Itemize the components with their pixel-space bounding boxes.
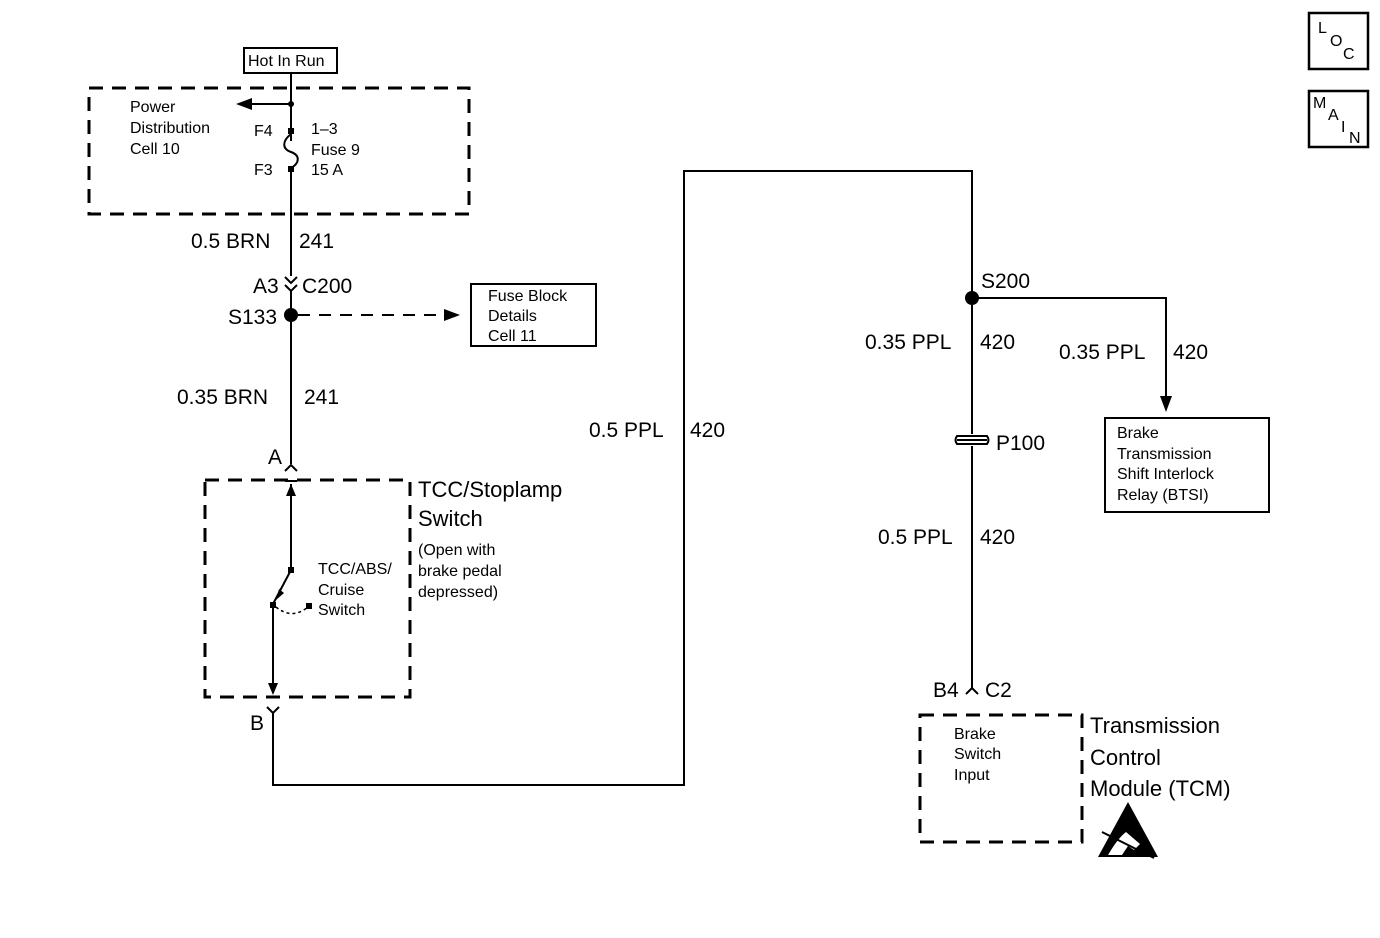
btsi-line3: Shift Interlock (1117, 466, 1215, 483)
fuse-symbol (283, 133, 299, 169)
wire-brn-upper-gauge: 0.5 BRN (191, 230, 270, 253)
switch-open-arc (275, 606, 309, 615)
wire-btsi-gauge: 0.35 PPL (1059, 341, 1145, 364)
btsi-line1: Brake (1117, 425, 1159, 442)
tcm-title-line2: Control (1090, 745, 1161, 770)
s200-label: S200 (981, 270, 1030, 293)
tcm-input-line2: Switch (954, 746, 1001, 763)
pin-a-connector-symbol (284, 463, 298, 472)
fuse-bottom-terminal (288, 166, 294, 172)
tcm-input-line3: Input (954, 767, 990, 784)
s133-splice-dot (284, 308, 298, 322)
switch-title-line1: TCC/Stoplamp (418, 477, 562, 502)
switch-blade-arrowhead (276, 589, 284, 600)
tcc-stoplamp-switch-box (203, 478, 412, 699)
wire-brn-lower-gauge: 0.35 BRN (177, 386, 268, 409)
loc-button-frame[interactable] (1307, 11, 1370, 71)
main-letter-n: N (1349, 130, 1361, 147)
pin-b-connector-symbol (266, 706, 280, 715)
tcm-box (918, 713, 1084, 844)
fuse-block-details-line1: Fuse Block (488, 288, 568, 305)
fuse-range: 1–3 (311, 121, 338, 138)
fuse-name: Fuse 9 (311, 142, 360, 159)
fuse-block-details-link[interactable]: Fuse Block Details Cell 11 (470, 283, 597, 347)
switch-inner-line1: TCC/ABS/ (318, 561, 392, 578)
c200-name: C200 (302, 275, 352, 298)
switch-blade (272, 569, 292, 605)
loc-letter-l: L (1318, 20, 1327, 37)
loc-button[interactable]: L O C (1307, 11, 1370, 71)
btsi-arrowhead (1160, 396, 1172, 412)
power-distribution-box (87, 86, 471, 216)
hot-in-run-label: Hot In Run (248, 53, 324, 70)
fuse-bottom-pin: F3 (254, 162, 273, 179)
switch-inner-line2: Cruise (318, 582, 364, 599)
s133-label: S133 (228, 306, 277, 329)
switch-note-line2: brake pedal (418, 563, 502, 580)
wire-s200-to-btsi (972, 297, 1167, 398)
wire-p100-gauge: 0.5 PPL (878, 526, 953, 549)
tcm-pin: B4 (933, 679, 959, 702)
switch-pivot-contact (270, 602, 276, 608)
wire-btsi-circuit: 420 (1173, 341, 1208, 364)
power-distribution-line2: Distribution (130, 120, 210, 137)
main-letter-i: I (1341, 119, 1345, 136)
fuse-block-details-line3: Cell 11 (488, 328, 537, 345)
btsi-line2: Transmission (1117, 446, 1212, 463)
wire-brn-upper-circuit: 241 (299, 230, 334, 253)
fuse-top-terminal (288, 128, 294, 134)
s133-reference-arrowhead (444, 309, 460, 321)
fuse-top-pin: F4 (254, 123, 273, 140)
switch-inner-line3: Switch (318, 602, 365, 619)
switch-note-line1: (Open with (418, 542, 495, 559)
wire-ppl-main-circuit: 420 (690, 419, 725, 442)
wire-brn-lower-circuit: 241 (304, 386, 339, 409)
loc-letter-c: C (1343, 46, 1355, 63)
wire-p100-circuit: 420 (980, 526, 1015, 549)
tcm-input-line1: Brake (954, 726, 996, 743)
wire-s200-gauge: 0.35 PPL (865, 331, 951, 354)
main-letter-m: M (1313, 95, 1326, 112)
switch-note-line3: depressed) (418, 584, 498, 601)
switch-upper-arrowhead (286, 484, 296, 496)
switch-open-contact (306, 603, 312, 609)
fuse-rating: 15 A (311, 162, 343, 179)
switch-lower-arrowhead (268, 683, 278, 695)
power-distribution-arrowhead (236, 98, 252, 110)
pin-a-label: A (268, 446, 282, 469)
loc-letter-o: O (1330, 33, 1342, 50)
power-distribution-line3: Cell 10 (130, 141, 180, 158)
btsi-relay-box (1104, 417, 1270, 513)
wire-ppl-main-gauge: 0.5 PPL (589, 419, 664, 442)
main-button-frame[interactable] (1307, 89, 1370, 149)
p100-label: P100 (996, 432, 1045, 455)
btsi-line4: Relay (BTSI) (1117, 487, 1209, 504)
tcm-connector-symbol (965, 686, 979, 695)
c200-connector-symbol (284, 276, 298, 293)
wire-ppl-main (272, 170, 973, 786)
tcm-connector: C2 (985, 679, 1012, 702)
wire-s200-circuit: 420 (980, 331, 1015, 354)
tcm-title-line3: Module (TCM) (1090, 776, 1231, 801)
c200-pin: A3 (253, 275, 279, 298)
power-distribution-line1: Power (130, 99, 176, 116)
fuse-block-details-line2: Details (488, 308, 537, 325)
main-button[interactable]: M A I N (1307, 89, 1370, 149)
switch-title-line2: Switch (418, 506, 483, 531)
esd-warning-icon (1098, 802, 1158, 859)
main-letter-a: A (1328, 107, 1339, 124)
tcm-title-line1: Transmission (1090, 713, 1220, 738)
fuse-block-details-box[interactable] (470, 283, 597, 347)
pin-b-label: B (250, 712, 264, 735)
